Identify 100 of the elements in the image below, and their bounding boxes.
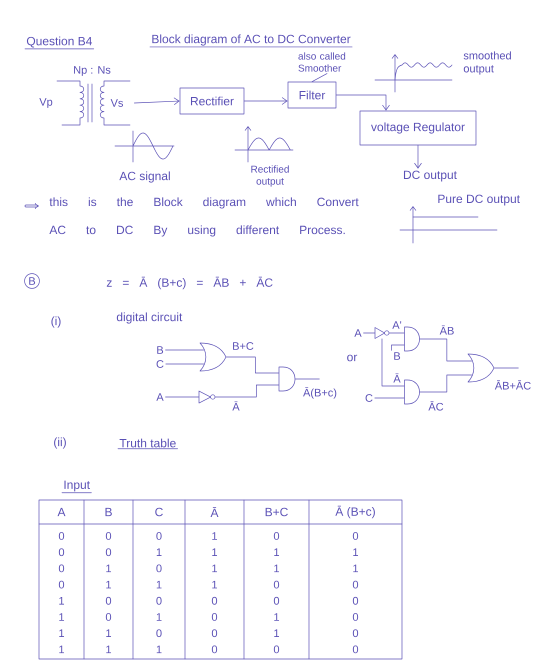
section-heading: Truth table bbox=[118, 438, 178, 450]
table-value: 0 bbox=[106, 596, 112, 605]
wire bbox=[388, 332, 404, 334]
wire-label: Ā bbox=[231, 400, 241, 412]
arrow bbox=[414, 145, 422, 169]
column-header: C bbox=[155, 508, 163, 516]
and-gate bbox=[404, 326, 420, 352]
part-number: (i) bbox=[51, 316, 61, 328]
voltage-label: Vp bbox=[39, 98, 52, 108]
table-value: 1 bbox=[274, 613, 280, 621]
input-label: B bbox=[157, 346, 164, 354]
graph-label: Pure DC output bbox=[438, 194, 520, 206]
arrow bbox=[134, 97, 180, 106]
note-text: or bbox=[347, 354, 358, 362]
not-gate bbox=[198, 390, 216, 404]
process-box: Rectifier bbox=[180, 88, 244, 114]
wire bbox=[226, 356, 279, 374]
table-value: 1 bbox=[106, 564, 112, 572]
and-gate bbox=[278, 366, 296, 392]
table-value: 0 bbox=[156, 564, 162, 572]
table-value: 1 bbox=[106, 629, 112, 637]
table-value: 0 bbox=[352, 646, 358, 654]
column-header: B bbox=[105, 508, 112, 516]
output-label: DC output bbox=[404, 170, 457, 182]
wire bbox=[382, 338, 404, 386]
table-value: 1 bbox=[212, 548, 218, 556]
wire bbox=[295, 378, 320, 380]
wire-label: A' bbox=[391, 320, 403, 330]
wire-label: B+C bbox=[231, 341, 255, 351]
wire-label: ĀB+ĀC bbox=[494, 379, 532, 391]
table-value: 0 bbox=[212, 629, 218, 638]
and-gate bbox=[404, 380, 420, 404]
wire bbox=[363, 332, 375, 334]
table-value: 1 bbox=[274, 564, 280, 572]
part-number: (ii) bbox=[54, 437, 66, 449]
table-value: 1 bbox=[106, 646, 112, 654]
table-value: 0 bbox=[352, 580, 358, 588]
not-gate bbox=[374, 327, 390, 339]
table-value: 0 bbox=[274, 646, 280, 654]
table-value: 0 bbox=[352, 629, 358, 638]
table-value: 0 bbox=[212, 646, 218, 654]
table-value: 0 bbox=[274, 596, 280, 605]
table-value: 0 bbox=[58, 580, 64, 588]
table-value: 0 bbox=[212, 596, 218, 605]
table-value: 1 bbox=[212, 532, 218, 540]
input-label: C bbox=[366, 394, 373, 402]
table-value: 1 bbox=[274, 629, 280, 637]
graph-label: smoothed output bbox=[464, 51, 511, 75]
wire-label: ĀC bbox=[427, 400, 445, 412]
table-value: 1 bbox=[274, 548, 280, 556]
table-value: 0 bbox=[58, 548, 64, 556]
wire bbox=[419, 374, 472, 392]
table-value: 0 bbox=[156, 596, 162, 605]
table-value: 0 bbox=[156, 629, 162, 638]
voltage-label: Vs bbox=[110, 99, 124, 107]
table-value: 0 bbox=[106, 548, 112, 556]
description-text: this is the Block diagram which Convert AC to DC By using different Process. bbox=[49, 197, 359, 237]
table-value: 0 bbox=[106, 532, 112, 540]
column-group-label: Input bbox=[62, 480, 92, 494]
table-value: 0 bbox=[352, 613, 358, 621]
input-label: A bbox=[354, 329, 362, 337]
input-label: A bbox=[156, 393, 164, 401]
wire-label: Ā(B+c) bbox=[302, 386, 338, 400]
table-value: 1 bbox=[156, 580, 162, 588]
circled-letter: B bbox=[24, 273, 40, 289]
leader-line bbox=[312, 73, 328, 82]
table-value: 0 bbox=[58, 532, 64, 540]
annotation-text: also called Smoother bbox=[298, 52, 346, 72]
table-value: 0 bbox=[156, 532, 162, 540]
table-value: 1 bbox=[156, 548, 162, 556]
wire-label: Ā bbox=[392, 372, 402, 384]
table-value: 0 bbox=[352, 532, 358, 540]
section-heading: digital circuit bbox=[116, 312, 182, 324]
table-value: 1 bbox=[353, 548, 358, 556]
table-value: 0 bbox=[212, 613, 218, 621]
arrow bbox=[244, 97, 288, 105]
table-value: 1 bbox=[156, 613, 162, 621]
turns-ratio-label: Np : Ns bbox=[74, 66, 110, 76]
table-value: 1 bbox=[106, 580, 112, 588]
or-gate bbox=[200, 342, 226, 372]
wire bbox=[419, 338, 472, 362]
table-value: 0 bbox=[58, 564, 64, 572]
table-value: 1 bbox=[59, 646, 64, 654]
table-value: 0 bbox=[274, 532, 280, 540]
graph-label: AC signal bbox=[119, 171, 170, 183]
wire bbox=[215, 384, 279, 398]
question-heading: Question B4 bbox=[24, 36, 94, 50]
column-header: Ā (B+c) bbox=[335, 506, 375, 518]
table-value: 0 bbox=[274, 580, 280, 588]
table-value: 1 bbox=[212, 564, 218, 572]
column-header: Ā bbox=[210, 507, 218, 517]
table-value: 1 bbox=[353, 564, 358, 572]
table-value: 1 bbox=[212, 580, 218, 588]
boolean-expression: z = Ā (B+c) = ĀB + ĀC bbox=[106, 276, 273, 290]
arrow bbox=[336, 94, 390, 111]
column-header: B+C bbox=[266, 508, 288, 516]
input-label: B bbox=[394, 352, 400, 360]
diagram-title: Block diagram of AC to DC Converter bbox=[150, 34, 352, 48]
column-header: A bbox=[58, 508, 66, 516]
wire bbox=[391, 344, 404, 351]
